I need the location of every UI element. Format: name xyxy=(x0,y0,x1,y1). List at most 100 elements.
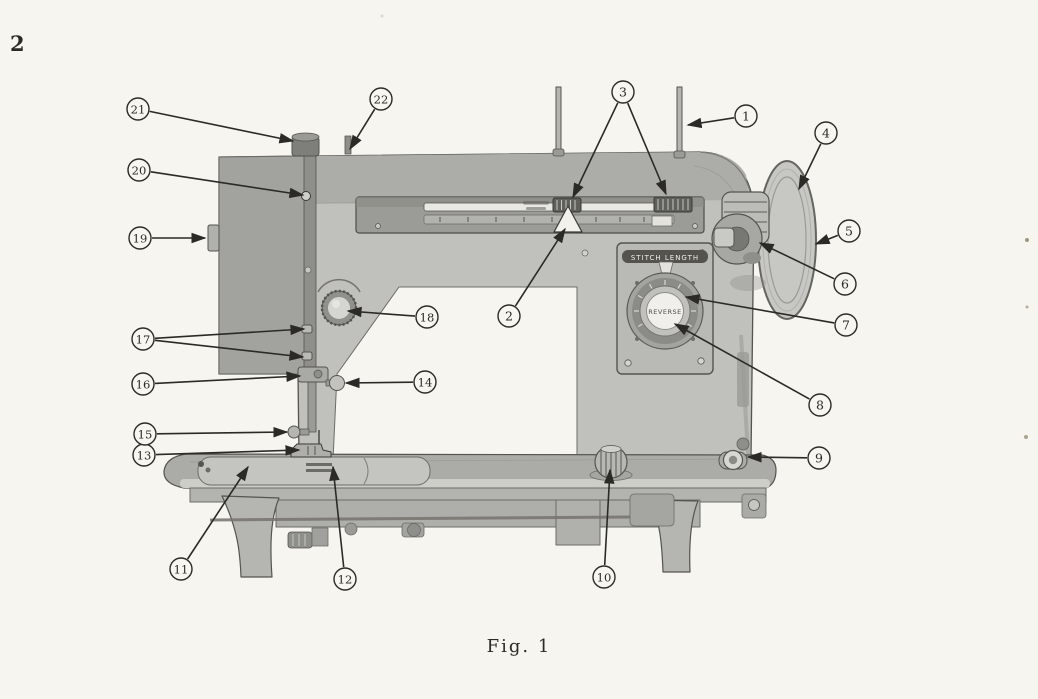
needle-clamp-group xyxy=(287,366,345,458)
callout-16: 16 xyxy=(131,371,302,396)
thread-guide-pin xyxy=(344,135,352,155)
callout-11: 11 xyxy=(169,465,249,581)
callout-14-number: 14 xyxy=(418,375,433,389)
callout-21-arrow xyxy=(149,110,295,144)
callout-2-arrow xyxy=(514,227,566,307)
callout-20-arrow xyxy=(150,171,305,199)
slide-and-needle-plate xyxy=(197,456,431,486)
callout-10-circle xyxy=(592,565,616,589)
spool-cap xyxy=(291,132,320,157)
callout-17-arrow xyxy=(154,339,305,361)
callout-15-number: 15 xyxy=(138,427,153,441)
callout-13-arrow xyxy=(155,445,301,456)
callout-15-arrow xyxy=(156,426,289,438)
callout-9-circle xyxy=(807,446,831,470)
callout-14-circle xyxy=(413,370,437,394)
callout-5: 5 xyxy=(814,219,861,245)
callout-14: 14 xyxy=(344,370,437,394)
stitch-length-label: STITCH LENGTH xyxy=(631,254,699,262)
callout-1: 1 xyxy=(686,104,758,129)
side-cover-tab xyxy=(207,224,220,252)
callout-5-number: 5 xyxy=(845,223,853,238)
needle-clamp xyxy=(297,366,329,383)
callout-2-number: 2 xyxy=(505,308,513,323)
face-plate-screw xyxy=(301,191,311,201)
callout-21-circle xyxy=(126,97,150,121)
callout-7-arrow xyxy=(684,294,835,324)
width-pointer xyxy=(553,205,583,233)
callout-6-number: 6 xyxy=(841,276,849,291)
callout-5-circle xyxy=(837,219,861,243)
callout-20-number: 20 xyxy=(132,163,147,177)
callout-15-circle xyxy=(133,422,157,446)
callout-11-number: 11 xyxy=(174,562,189,576)
callout-18: 18 xyxy=(346,305,439,329)
callout-8: 8 xyxy=(673,323,832,417)
slider-knob-right xyxy=(653,196,693,213)
callout-14-arrow xyxy=(344,377,414,389)
callout-9: 9 xyxy=(746,446,831,470)
under-bed-rod xyxy=(209,515,631,522)
callout-9-arrow xyxy=(746,451,808,463)
callout-6-circle xyxy=(833,272,857,296)
pillar-lower-boss xyxy=(736,437,750,451)
callout-11-arrow xyxy=(186,465,249,560)
callout-3-number: 3 xyxy=(619,84,627,99)
callout-20-circle xyxy=(127,158,151,182)
callout-13-number: 13 xyxy=(137,448,152,462)
callout-17-arrow xyxy=(154,324,306,340)
callout-19-number: 19 xyxy=(133,231,148,245)
left-leg xyxy=(221,495,280,578)
callout-12-number: 12 xyxy=(338,572,353,586)
callout-9-number: 9 xyxy=(815,450,823,465)
callout-10-number: 10 xyxy=(597,570,612,584)
spool-pins xyxy=(552,86,686,159)
callout-15: 15 xyxy=(133,422,289,446)
callout-22-circle xyxy=(369,87,393,111)
reverse-button xyxy=(646,292,684,330)
clutch-assembly xyxy=(711,191,770,291)
callout-1-circle xyxy=(734,104,758,128)
figure-caption: Fig. 1 xyxy=(486,636,552,657)
callout-10-arrow xyxy=(603,468,615,566)
callout-18-arrow xyxy=(346,306,416,318)
callout-2-circle xyxy=(497,304,521,328)
thread-guide-lower xyxy=(301,351,313,361)
needle-bar xyxy=(303,155,317,375)
callout-22: 22 xyxy=(349,87,393,151)
callout-17: 17 xyxy=(131,324,306,361)
callout-18-circle xyxy=(415,305,439,329)
callout-18-number: 18 xyxy=(420,310,435,324)
sewing-machine-illustration: STITCH LENGTH xyxy=(163,14,1029,578)
bed-thumb-screw xyxy=(718,449,748,471)
pillar-screw xyxy=(581,249,589,257)
callout-17-circle xyxy=(131,327,155,351)
callout-21-number: 21 xyxy=(131,102,146,116)
callout-19-circle xyxy=(128,226,152,250)
page-number: 2 xyxy=(10,31,25,56)
callout-8-number: 8 xyxy=(816,397,824,412)
presser-bar-screw xyxy=(287,425,301,439)
callout-2: 2 xyxy=(497,227,566,328)
callout-12-circle xyxy=(333,567,357,591)
callout-1-arrow xyxy=(686,117,735,129)
print-specks xyxy=(380,14,1029,439)
callout-8-arrow xyxy=(673,323,810,400)
face-plate xyxy=(218,155,317,375)
callout-1-number: 1 xyxy=(742,108,750,123)
pillar-edge-part xyxy=(737,352,749,407)
callout-4-circle xyxy=(814,121,838,145)
callout-3-arrow xyxy=(572,102,619,199)
face-plate-screw-lower xyxy=(304,266,312,274)
callout-16-number: 16 xyxy=(136,377,151,391)
callout-3: 3 xyxy=(572,80,667,199)
reverse-label: REVERSE xyxy=(648,308,681,316)
callout-5-arrow xyxy=(814,234,839,245)
callout-4-arrow xyxy=(798,143,822,191)
callout-3-circle xyxy=(611,80,635,104)
callout-7-number: 7 xyxy=(842,317,850,332)
callout-6-arrow xyxy=(758,242,835,280)
arm-top-band xyxy=(219,152,749,204)
callout-19: 19 xyxy=(128,226,207,250)
